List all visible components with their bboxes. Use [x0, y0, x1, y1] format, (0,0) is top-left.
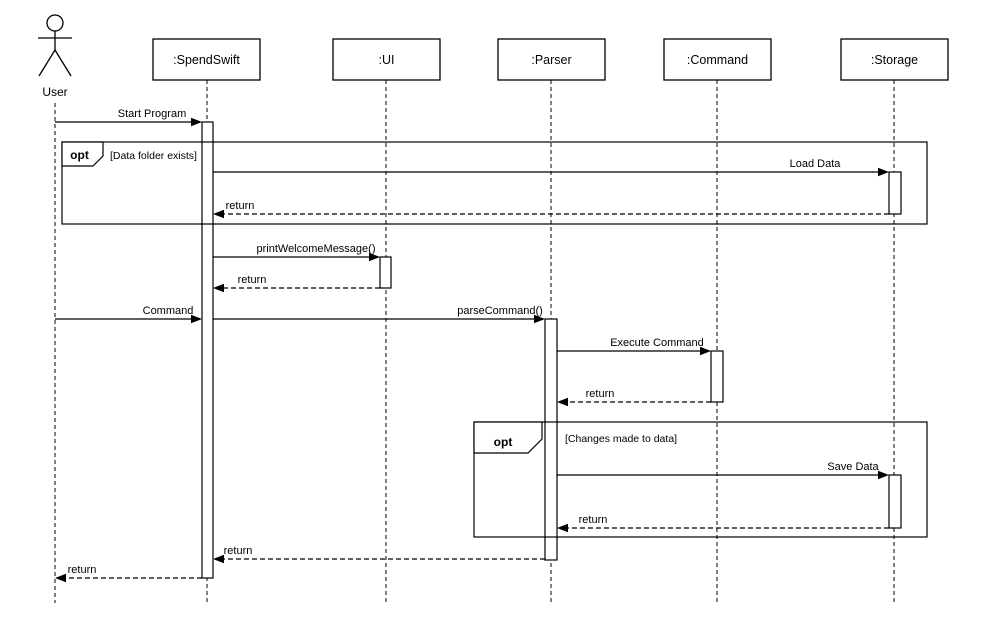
- message-4-printwelcomemessage-arrowhead-icon: [369, 252, 380, 262]
- opt-fragment-2-guard-label: [Changes made to data]: [565, 433, 677, 445]
- message-4-printwelcomemessage-label: printWelcomeMessage(): [256, 243, 375, 255]
- message-11-return-arrowhead-icon: [557, 523, 568, 533]
- spendswift-activation: [201, 121, 214, 579]
- message-9-return-label: return: [586, 388, 615, 400]
- opt-fragment-1-guard-label: [Data folder exists]: [110, 150, 197, 162]
- parser-activation: [544, 318, 558, 561]
- participant-box-storage: [840, 38, 949, 81]
- opt-fragment-1-operator-pentagon: [61, 141, 104, 167]
- message-8-execute-command-arrowhead-icon: [700, 346, 711, 356]
- message-6-command-label: Command: [143, 305, 194, 317]
- participant-box-ui: [332, 38, 441, 81]
- message-6-command-arrowhead-icon: [191, 314, 202, 324]
- message-12-return-label: return: [224, 545, 253, 557]
- message-13-return-arrowhead-icon: [55, 573, 66, 583]
- message-8-execute-command-label: Execute Command: [610, 337, 704, 349]
- actor-label: User: [42, 85, 67, 99]
- ui-activation: [379, 256, 392, 289]
- storage-activation-2: [888, 474, 902, 529]
- message-5-return-arrowhead-icon: [213, 283, 224, 293]
- message-2-load-data-label: Load Data: [790, 158, 842, 170]
- opt-fragment-2-frame: [473, 421, 928, 538]
- message-3-return-label: return: [226, 200, 255, 212]
- opt-fragment-2-operator-pentagon: [473, 421, 543, 454]
- participant-box-command: [663, 38, 772, 81]
- participant-label-spendswift: :SpendSwift: [173, 53, 240, 67]
- opt-fragment-1-frame: [61, 141, 928, 225]
- message-2-load-data-arrowhead-icon: [878, 167, 889, 177]
- message-11-return-label: return: [579, 514, 608, 526]
- message-13-return-label: return: [68, 564, 97, 576]
- participant-label-ui: :UI: [379, 53, 395, 67]
- participant-box-parser: [497, 38, 606, 81]
- message-10-save-data-label: Save Data: [827, 461, 879, 473]
- participant-label-command: :Command: [687, 53, 748, 67]
- message-9-return-arrowhead-icon: [557, 397, 568, 407]
- message-5-return-label: return: [238, 274, 267, 286]
- actor-right-leg: [54, 49, 72, 77]
- actor-left-leg: [38, 49, 56, 77]
- command-activation: [710, 350, 724, 403]
- participant-box-spendswift: [152, 38, 261, 81]
- actor-head: [46, 14, 64, 32]
- storage-activation-1: [888, 171, 902, 215]
- message-1-start-program-arrowhead-icon: [191, 117, 202, 127]
- opt-fragment-1-operator-label: opt: [70, 148, 89, 162]
- message-10-save-data-arrowhead-icon: [878, 470, 889, 480]
- message-1-start-program-label: Start Program: [118, 108, 186, 120]
- opt-fragment-2-operator-label: opt: [494, 435, 513, 449]
- participant-label-parser: :Parser: [531, 53, 571, 67]
- message-12-return-arrowhead-icon: [213, 554, 224, 564]
- participant-label-storage: :Storage: [871, 53, 918, 67]
- message-7-parsecommand-arrowhead-icon: [534, 314, 545, 324]
- message-7-parsecommand-label: parseCommand(): [457, 305, 543, 317]
- actor-figure: [38, 14, 72, 77]
- message-3-return-arrowhead-icon: [213, 209, 224, 219]
